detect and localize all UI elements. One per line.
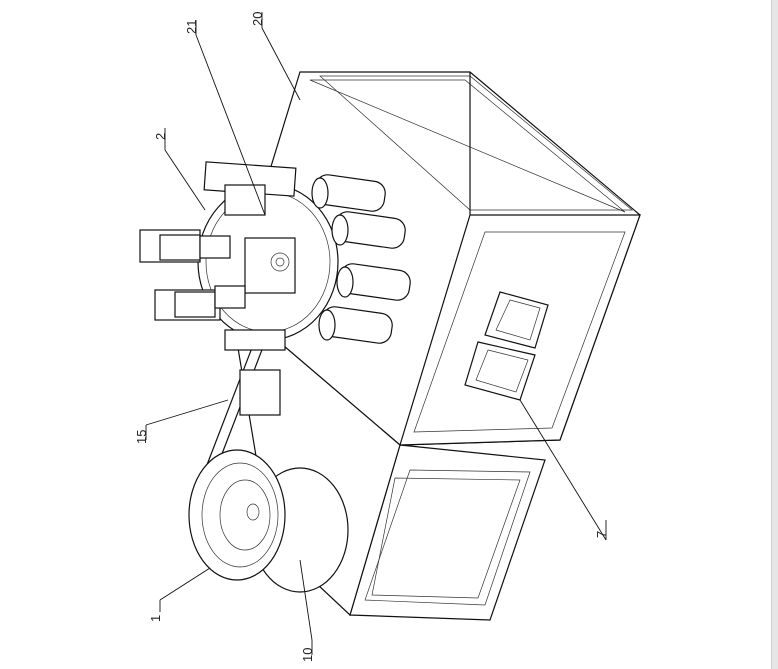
leader-lines	[145, 12, 607, 655]
label-21: 21	[184, 20, 199, 34]
label-10: 10	[300, 648, 315, 662]
label-15: 15	[134, 430, 149, 444]
label-2: 2	[153, 133, 168, 140]
pneumatic-cylinders	[311, 174, 411, 344]
press-modules	[139, 161, 297, 321]
vibratory-bowl	[188, 449, 349, 593]
feed-rail	[204, 329, 286, 473]
label-20: 20	[250, 12, 265, 26]
outlet-chutes	[464, 291, 549, 401]
label-1: 1	[148, 615, 163, 622]
page-edge-scrollbar	[771, 0, 778, 669]
label-7: 7	[594, 531, 609, 538]
